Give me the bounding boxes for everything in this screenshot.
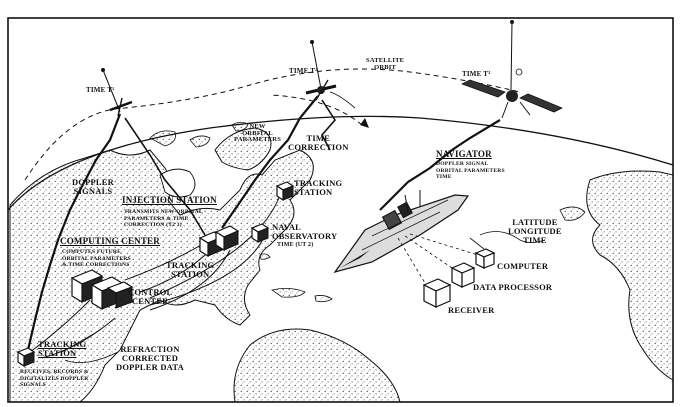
satellite-t3 [462,20,562,118]
label-data-processor: DATA PROCESSOR [473,283,552,292]
label-injection-station: INJECTION STATION [122,196,217,206]
data-processor-unit [452,263,474,287]
label-latitude-longitude-time: LATITUDE LONGITUDE TIME [508,218,562,245]
label-injection-station-desc: TRANSMITS NEW ORBITAL PARAMETERS & TIME … [124,209,203,229]
label-time-t3: TIME T³ [462,71,490,78]
label-naval-observatory: NAVAL OBSERVATORY [272,223,337,241]
label-control-center: CONTROL CENTER [128,288,172,306]
british-isles [560,207,585,220]
arctic-island [190,136,210,147]
label-computing-center: COMPUTING CENTER [60,237,160,247]
tracking-station-bottom-building [18,348,34,366]
tracking-station-upper-building [277,182,293,200]
label-refraction-corrected: REFRACTION CORRECTED DOPPLER DATA [116,345,184,372]
hudson-bay [160,169,195,197]
label-time-t2: TIME T² [289,68,317,75]
label-doppler-signals: DOPPLER SIGNALS [72,178,114,196]
orbit-arrowhead [360,118,369,128]
label-time-t1: TIME T¹ [86,87,114,94]
label-tracking-station-mid: TRACKING STATION [166,261,214,279]
computer-output-line [470,238,484,249]
navigator-ship [335,190,468,272]
arctic-island [150,131,176,146]
receiver-unit [424,279,450,307]
orbit-pointer-line [330,92,355,108]
ship-equipment-link [410,234,478,255]
cuba-island [272,288,305,297]
label-tracking-station-upper: TRACKING STATION [294,179,342,197]
naval-observatory-building [252,224,268,242]
label-receiver: RECEIVER [448,306,494,315]
label-navigator: NAVIGATOR [436,150,492,160]
label-navigator-desc: DOPPLER SIGNAL ORBITAL PARAMETERS TIME [436,161,505,181]
label-naval-observatory-desc: TIME (UT 2) [277,242,313,249]
label-computing-center-desc: COMPUTES FUTURE ORBITAL PARAMETERS & TIM… [62,249,131,269]
label-computer: COMPUTER [497,262,548,271]
ship-equipment-link [405,236,455,270]
label-new-orbital-parameters: NEW ORBITAL PARAMETERS [234,124,281,144]
caribbean-island [315,295,332,301]
europe-africa-landmass [587,171,673,380]
caribbean-island [260,254,270,259]
label-tracking-station-bottom-desc: RECEIVES, RECORDS & DIGITALIZES DOPPLER … [20,369,89,389]
label-tracking-station-bottom: TRACKING STATION [38,340,86,358]
ship-equipment-link [398,238,428,288]
label-time-correction: TIME CORRECTION [288,134,349,152]
computer-unit [476,249,494,268]
south-america-landmass [234,329,400,402]
label-satellite-orbit: SATELLITE ORBIT [366,58,404,71]
